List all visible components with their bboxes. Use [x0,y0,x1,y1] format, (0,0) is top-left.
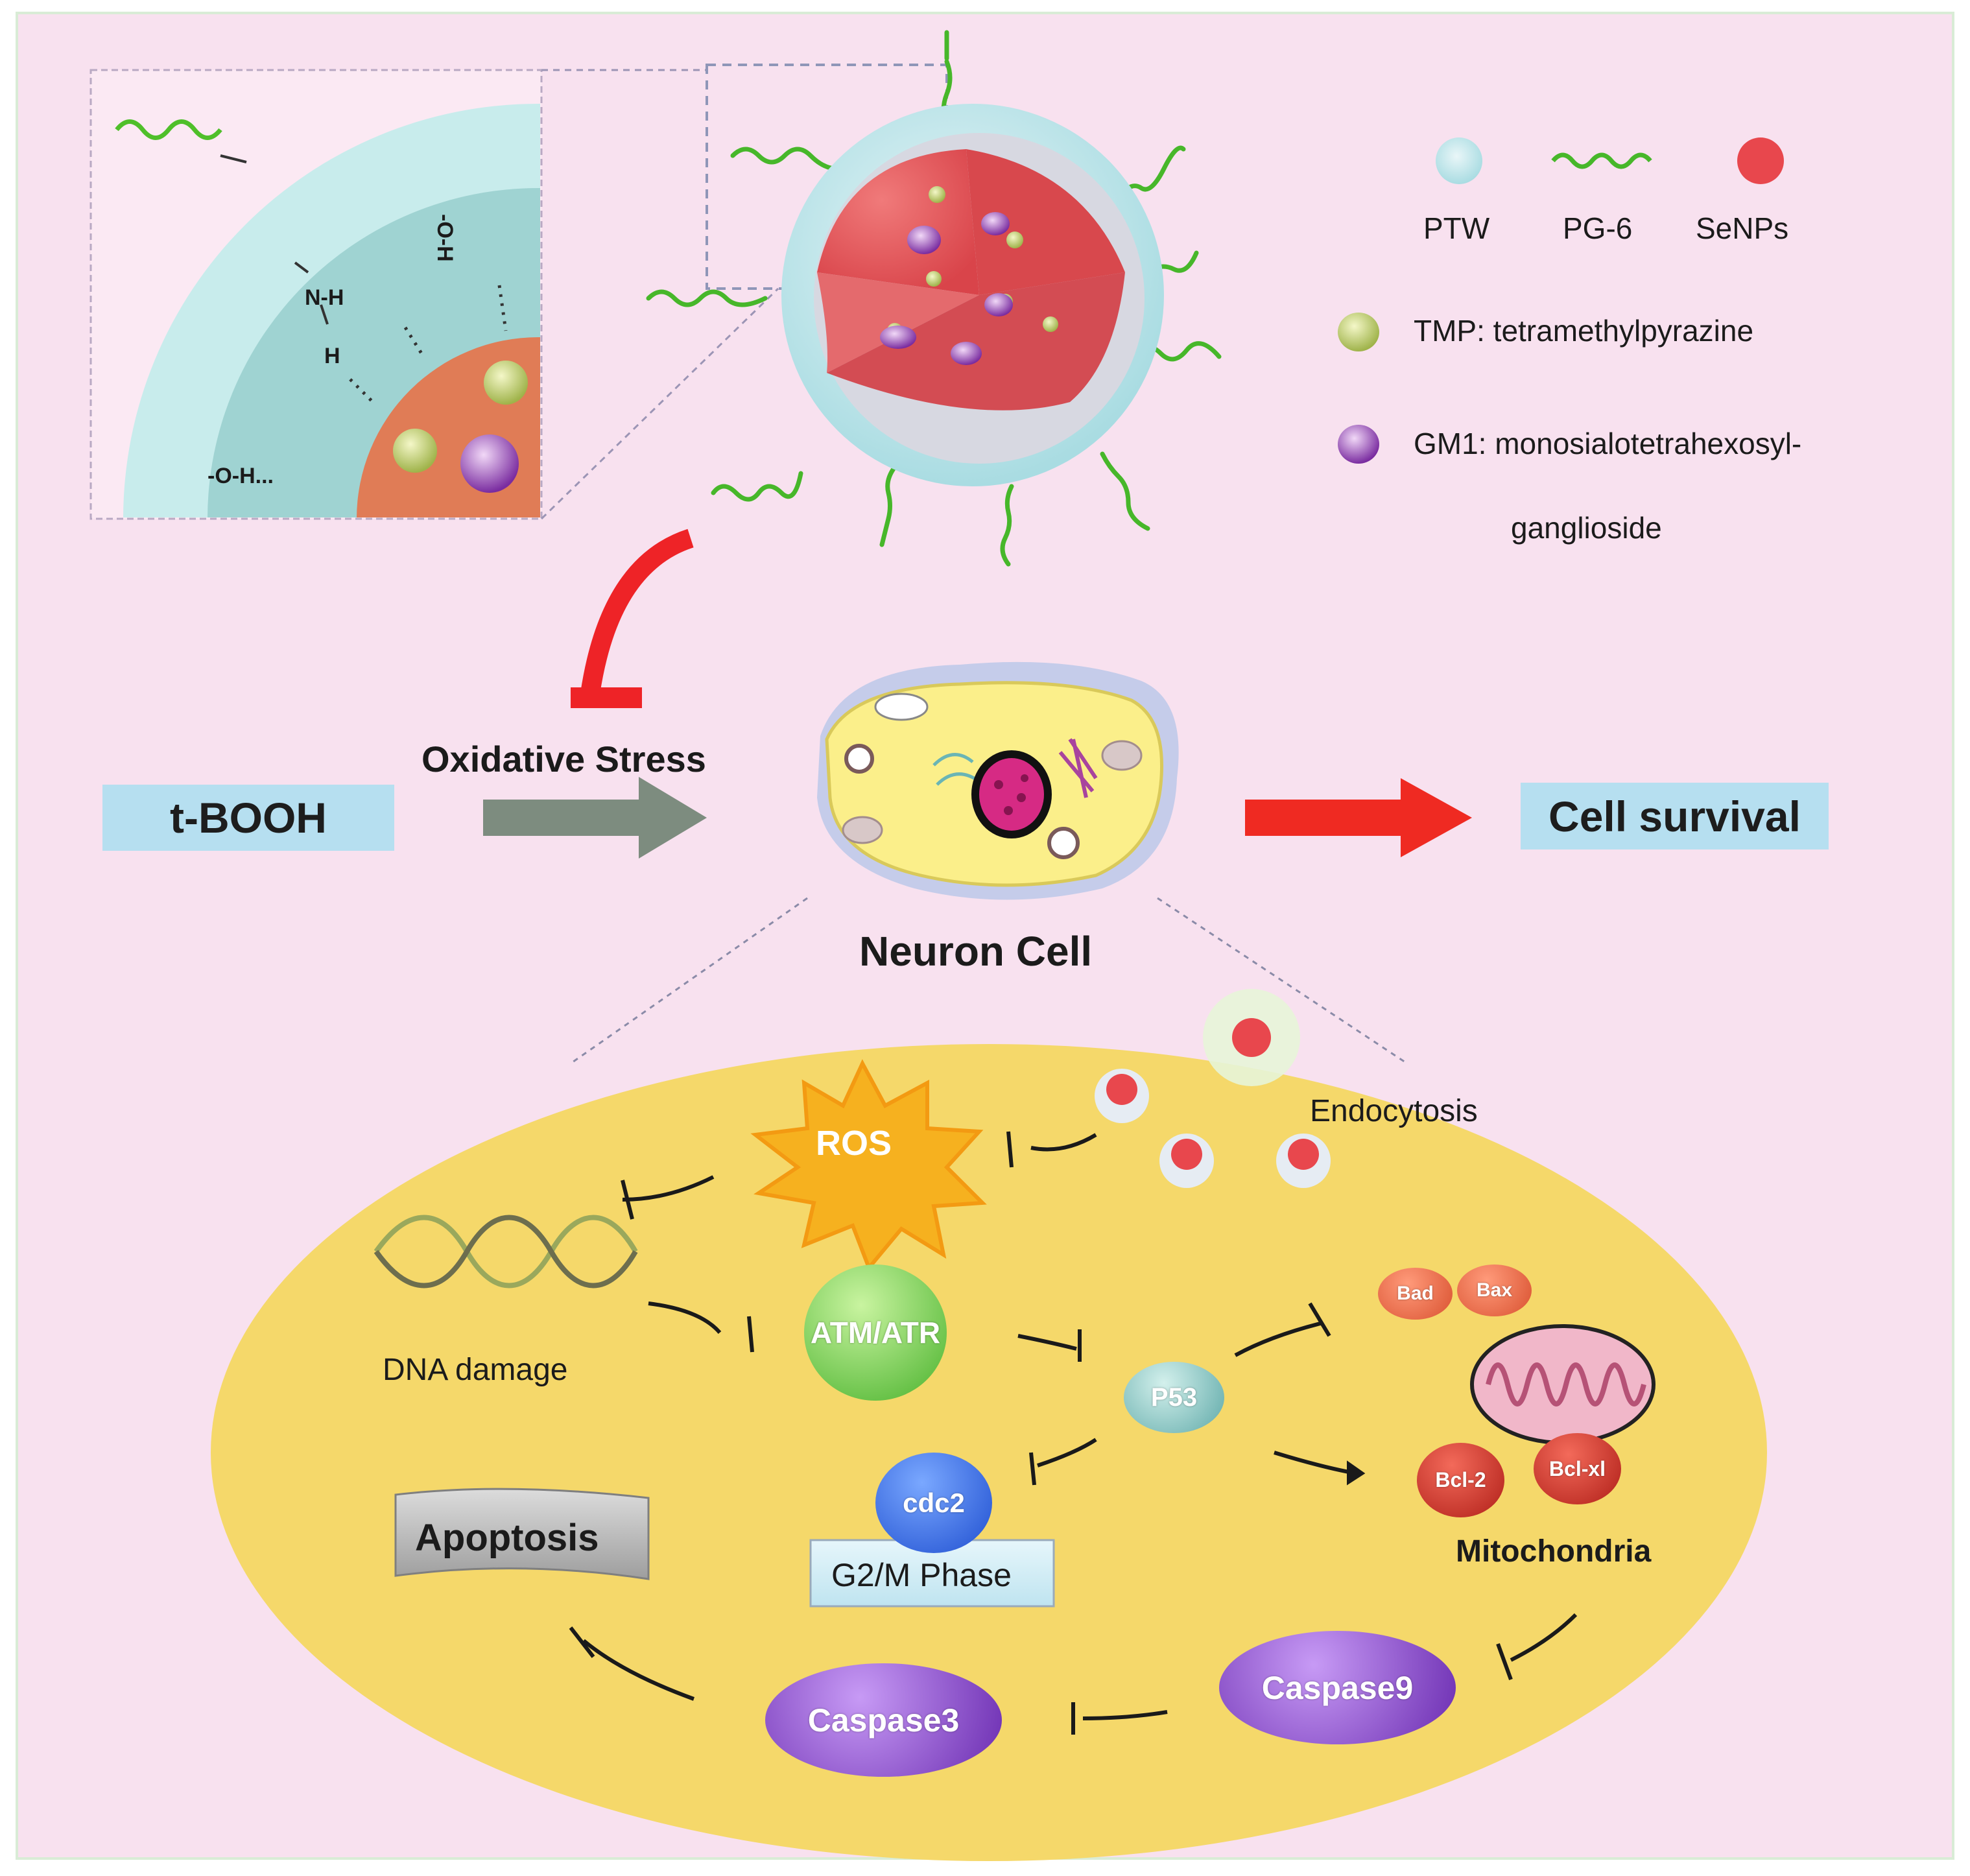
inhibition-arc-icon [580,528,694,696]
ros-label: ROS [816,1124,892,1163]
gm1-molecule-icon [460,434,519,493]
pathway-connectors [569,1131,1578,1735]
caspase9-label: Caspase9 [1261,1669,1414,1706]
g2m-phase-label: G2/M Phase [831,1557,1012,1593]
dna-damage-label: DNA damage [383,1353,568,1387]
bax-node: Bax [1457,1265,1532,1316]
apoptosis-label: Apoptosis [415,1517,599,1559]
caspase3-label: Caspase3 [807,1702,960,1739]
cell-survival-box: Cell survival [1521,783,1829,849]
t-booh-label: t-BOOH [170,794,327,842]
inset-nh-label: N-H [305,285,344,310]
neuron-cell-illustration [817,661,1179,900]
bclxl-label: Bcl-xl [1549,1456,1606,1480]
atm-atr-node: ATM/ATR [804,1265,947,1401]
senps-legend-icon [1737,137,1784,184]
inset-oh-horizontal: -O-H... [208,464,274,488]
gm1-molecules [880,212,1013,365]
endocytosed-nanoparticles [1095,989,1331,1188]
atm-atr-label: ATM/ATR [810,1316,941,1349]
t-booh-box: t-BOOH [102,785,394,851]
gm1-legend-icon [1338,425,1379,464]
cell-survival-arrow [1245,778,1472,857]
legend-gm1-label-cont: ganglioside [1511,511,1662,545]
inset-h-label: H [324,344,340,368]
cdc2-label: cdc2 [903,1487,965,1518]
p53-node: P53 [1124,1362,1224,1433]
bcl2-label: Bcl-2 [1435,1468,1486,1491]
bad-label: Bad [1397,1283,1434,1304]
ptw-legend-icon [1436,137,1482,184]
pg6-chain-icon [115,119,222,140]
tmp-legend-icon [1338,313,1379,351]
cdc2-node: cdc2 [875,1453,992,1553]
pg6-chains-icon [646,30,1222,567]
pg6-legend-icon [1551,152,1652,169]
caspase3-node: Caspase3 [765,1663,1002,1777]
bcl2-node: Bcl-2 [1417,1443,1504,1517]
p53-label: P53 [1150,1383,1198,1412]
tmp-molecule-icon [484,361,528,405]
oxidative-stress-arrow [483,777,707,859]
dna-helix-icon [374,1215,638,1288]
caspase9-node: Caspase9 [1219,1631,1456,1744]
bax-label: Bax [1476,1279,1513,1301]
mitochondria-label: Mitochondria [1456,1534,1652,1569]
legend-ptw-label: PTW [1423,211,1490,245]
inset-oh-vertical: -O-H [433,214,457,262]
legend-tmp-label: TMP: tetramethylpyrazine [1414,314,1754,348]
senps-nanoparticle [646,30,1222,567]
bclxl-node: Bcl-xl [1534,1433,1621,1504]
neuron-cell-label: Neuron Cell [859,928,1093,975]
endocytosis-label: Endocytosis [1310,1094,1478,1128]
legend-pg6-label: PG-6 [1563,211,1633,245]
apoptosis-banner-icon [394,1488,650,1580]
inhibition-bar-icon [571,687,642,708]
cell-survival-label: Cell survival [1549,792,1801,840]
oxidative-stress-label: Oxidative Stress [421,739,706,779]
legend-gm1-label: GM1: monosialotetrahexosyl- [1414,427,1802,460]
tmp-molecule-icon [393,429,437,473]
legend-senps-label: SeNPs [1696,211,1789,245]
bad-node: Bad [1378,1268,1453,1320]
inset-zoom [89,69,779,520]
mitochondria-icon [1470,1324,1656,1445]
